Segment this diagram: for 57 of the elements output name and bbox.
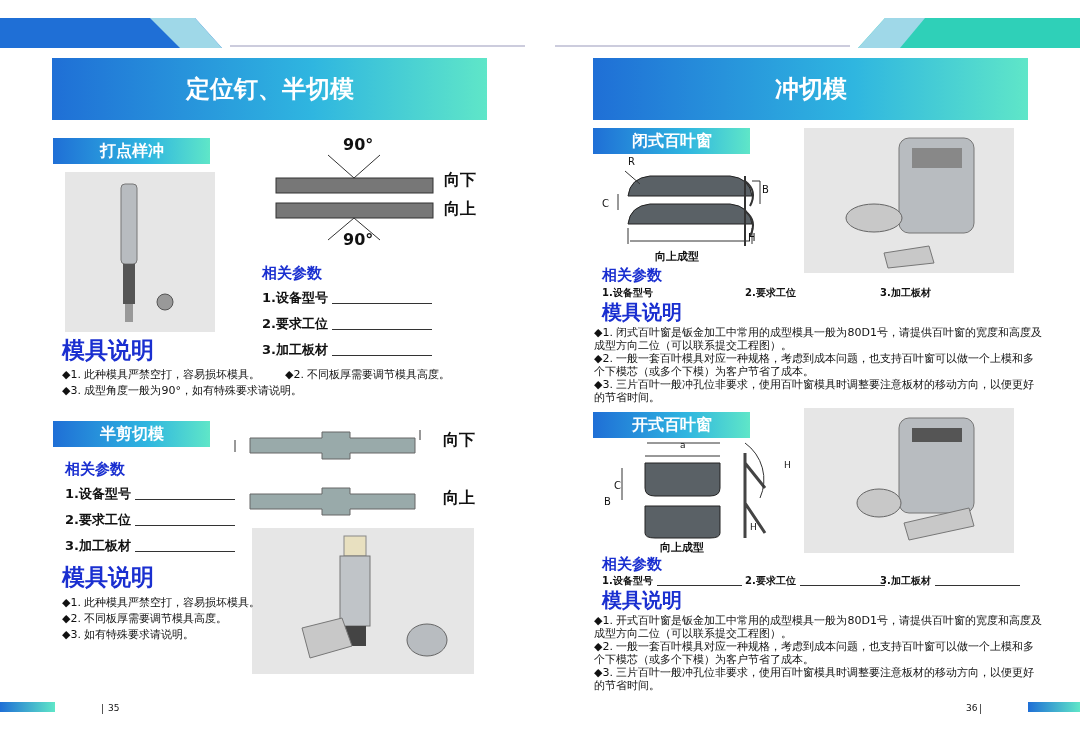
notes-heading: 模具说明	[602, 300, 682, 325]
title-band: 冲切模	[593, 58, 1028, 120]
parameter-label: 3.加工板材	[65, 538, 131, 555]
dimension-label: H	[784, 460, 791, 472]
note-text: ◆3. 成型角度一般为90°，如有特殊要求请说明。	[62, 384, 302, 398]
section-heading: 相关参数	[65, 460, 125, 479]
title-band: 定位钉、半切模	[52, 58, 487, 120]
parameter-label: 2.要求工位	[745, 287, 796, 300]
section-band: 打点样冲	[53, 138, 210, 164]
note-text: ◆3. 如有特殊要求请说明。	[62, 628, 195, 642]
dimension-label: a	[680, 440, 686, 452]
parameter-label: 1.设备型号	[262, 290, 328, 307]
dimension-label: C	[614, 480, 621, 493]
angle-label: 90°	[343, 230, 374, 250]
section-band: 开式百叶窗	[593, 412, 750, 438]
section-band: 闭式百叶窗	[593, 128, 750, 154]
note-text: ◆2. 一般一套百叶模具对应一种规格，考虑到成本问题，也支持百叶窗可以做一个上模和多个下模芯（或多个下模）为客户节省了成本。	[594, 353, 1036, 379]
notes-heading: 模具说明	[602, 588, 682, 613]
dimension-label: C	[602, 198, 609, 211]
parameter-label: 1.设备型号	[602, 287, 653, 300]
dimension-label: R	[628, 156, 635, 169]
parameter-label: 2.要求工位	[262, 316, 328, 333]
parameter-label: 1.设备型号	[65, 486, 131, 503]
note-text: ◆3. 三片百叶一般冲孔位非要求，使用百叶窗模具时调整要注意板材的移动方向，以便更好的节省时间。	[594, 667, 1036, 693]
note-text: ◆2. 不同板厚需要调节模具高度。	[285, 368, 451, 382]
parameter-label: 2.要求工位	[745, 575, 796, 588]
dimension-label: B	[604, 496, 611, 509]
parameter-label: 3.加工板材	[880, 575, 931, 588]
note-text: ◆2. 不同板厚需要调节模具高度。	[62, 612, 228, 626]
note-text: ◆1. 此种模具严禁空打，容易损坏模具。	[62, 368, 261, 382]
page-number: 35	[108, 703, 120, 715]
figure-caption: 向上成型	[660, 541, 704, 555]
section-heading: 相关参数	[262, 264, 322, 283]
note-text: ◆1. 开式百叶窗是钣金加工中常用的成型模具一般为80D1号，请提供百叶窗的宽度和高度及成型方向二位（可以联系提交工程图）。	[594, 615, 1043, 641]
section-band: 半剪切模	[53, 421, 210, 447]
note-text: ◆1. 闭式百叶窗是钣金加工中常用的成型模具一般为80D1号，请提供百叶窗的宽度和高度及成型方向二位（可以联系提交工程图）。	[594, 327, 1043, 353]
direction-label: 向上	[443, 488, 475, 508]
note-text: ◆3. 三片百叶一般冲孔位非要求，使用百叶窗模具时调整要注意板材的移动方向，以便更好的节省时间。	[594, 379, 1036, 405]
parameter-label: 3.加工板材	[880, 287, 931, 300]
section-heading: 相关参数	[602, 266, 662, 285]
dimension-label: B	[762, 184, 769, 197]
direction-label: 向上	[444, 199, 476, 219]
notes-heading: 模具说明	[62, 563, 154, 592]
notes-heading: 模具说明	[62, 336, 154, 365]
parameter-label: 2.要求工位	[65, 512, 131, 529]
page-number: 36	[966, 703, 978, 715]
direction-label: 向下	[443, 430, 475, 450]
section-heading: 相关参数	[602, 555, 662, 574]
angle-label: 90°	[343, 135, 374, 155]
parameter-label: 3.加工板材	[262, 342, 328, 359]
dimension-label: H	[750, 522, 757, 534]
direction-label: 向下	[444, 170, 476, 190]
note-text: ◆1. 此种模具严禁空打，容易损坏模具。	[62, 596, 261, 610]
dimension-label: H	[748, 232, 756, 245]
parameter-label: 1.设备型号	[602, 575, 653, 588]
figure-caption: 向上成型	[655, 250, 699, 264]
note-text: ◆2. 一般一套百叶模具对应一种规格，考虑到成本问题，也支持百叶窗可以做一个上模和多个下模芯（或多个下模）为客户节省了成本。	[594, 641, 1036, 667]
